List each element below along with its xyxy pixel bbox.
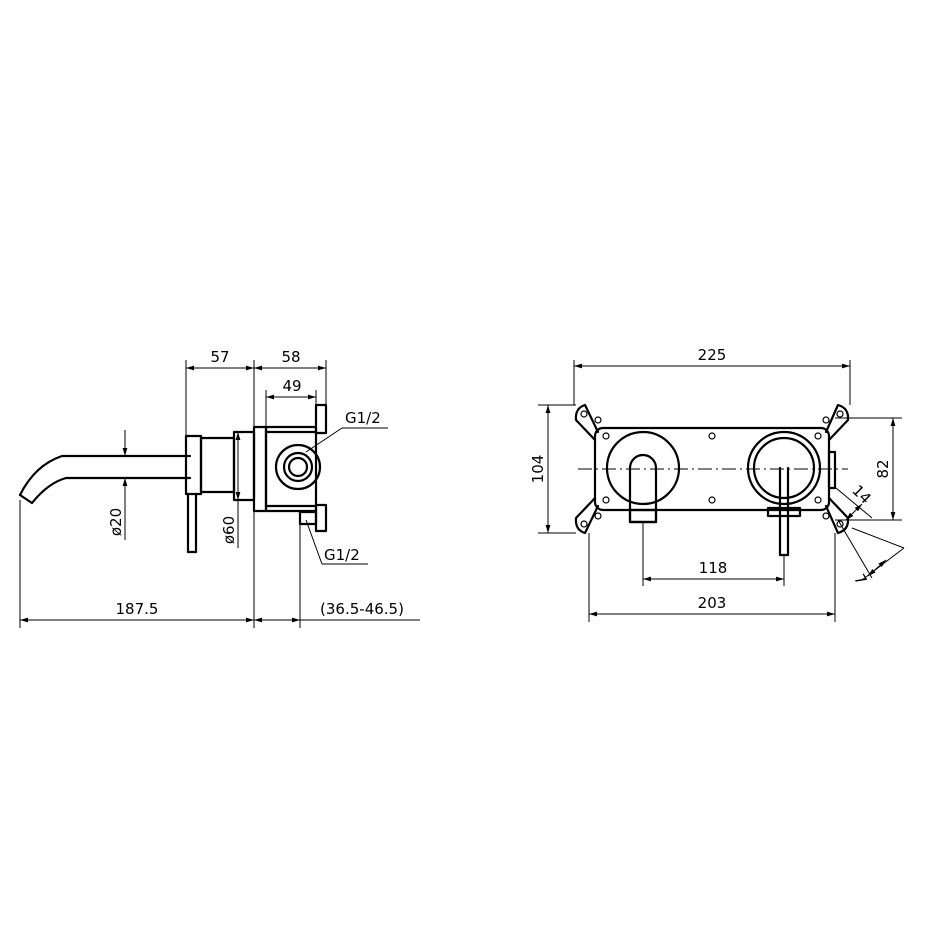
thread-top-label: G1/2 <box>345 409 381 427</box>
dimension-phi20-label: ø20 <box>107 508 125 536</box>
inlet-circle-outer <box>274 443 322 491</box>
thread-bottom-label: G1/2 <box>324 546 360 564</box>
dimension-7-label: 7 <box>850 571 870 588</box>
lever-handle <box>186 492 198 554</box>
dimension-range-label: (36.5-46.5) <box>320 600 404 618</box>
dimension-49-label: 49 <box>282 377 301 395</box>
spout-front <box>605 430 681 524</box>
front-view: 225 104 82 118 203 <box>529 346 905 622</box>
dimension-104-label: 104 <box>529 455 547 484</box>
mounting-ear-top-left <box>574 403 602 442</box>
handle-front <box>746 430 822 557</box>
mounting-ear-bottom-left <box>574 496 602 535</box>
dimension-14: 14 <box>835 481 875 521</box>
side-view: 57 58 49 G1/2 G1/2 <box>18 348 420 628</box>
dimension-14-label: 14 <box>848 481 874 507</box>
dimension-phi60-label: ø60 <box>220 516 238 544</box>
thread-callout-top: G1/2 <box>305 409 388 453</box>
dimension-203: 203 <box>588 533 836 622</box>
dimension-187-5: 187.5 <box>19 500 255 628</box>
mounting-ear-bottom-right <box>822 496 850 535</box>
thread-callout-bottom: G1/2 <box>305 519 368 565</box>
dimension-7: 7 <box>837 519 905 588</box>
dimension-187-5-label: 187.5 <box>116 600 159 618</box>
dimension-104: 104 <box>529 404 576 534</box>
spout-outline <box>18 454 192 505</box>
dimension-49: 49 <box>265 377 317 427</box>
dimension-118-label: 118 <box>699 559 728 577</box>
in-wall-box <box>264 403 328 533</box>
dimension-58: 58 <box>254 348 327 405</box>
dimension-57: 57 <box>185 348 255 436</box>
dimension-range: (36.5-46.5) <box>254 524 420 628</box>
dimension-82: 82 <box>835 417 902 521</box>
dimension-phi60: ø60 <box>220 432 241 548</box>
dimension-57-label: 57 <box>210 348 229 366</box>
dimension-phi20: ø20 <box>107 430 128 540</box>
dimension-203-label: 203 <box>698 594 727 612</box>
dimension-118: 118 <box>642 522 785 586</box>
dimension-225-label: 225 <box>698 346 727 364</box>
dimension-58-label: 58 <box>281 348 300 366</box>
dimension-82-label: 82 <box>874 459 892 478</box>
mounting-ear-top-right <box>822 403 850 442</box>
valve-body <box>184 425 268 513</box>
dimension-225: 225 <box>573 346 851 405</box>
screw-holes <box>602 432 822 504</box>
side-connector <box>827 450 837 490</box>
